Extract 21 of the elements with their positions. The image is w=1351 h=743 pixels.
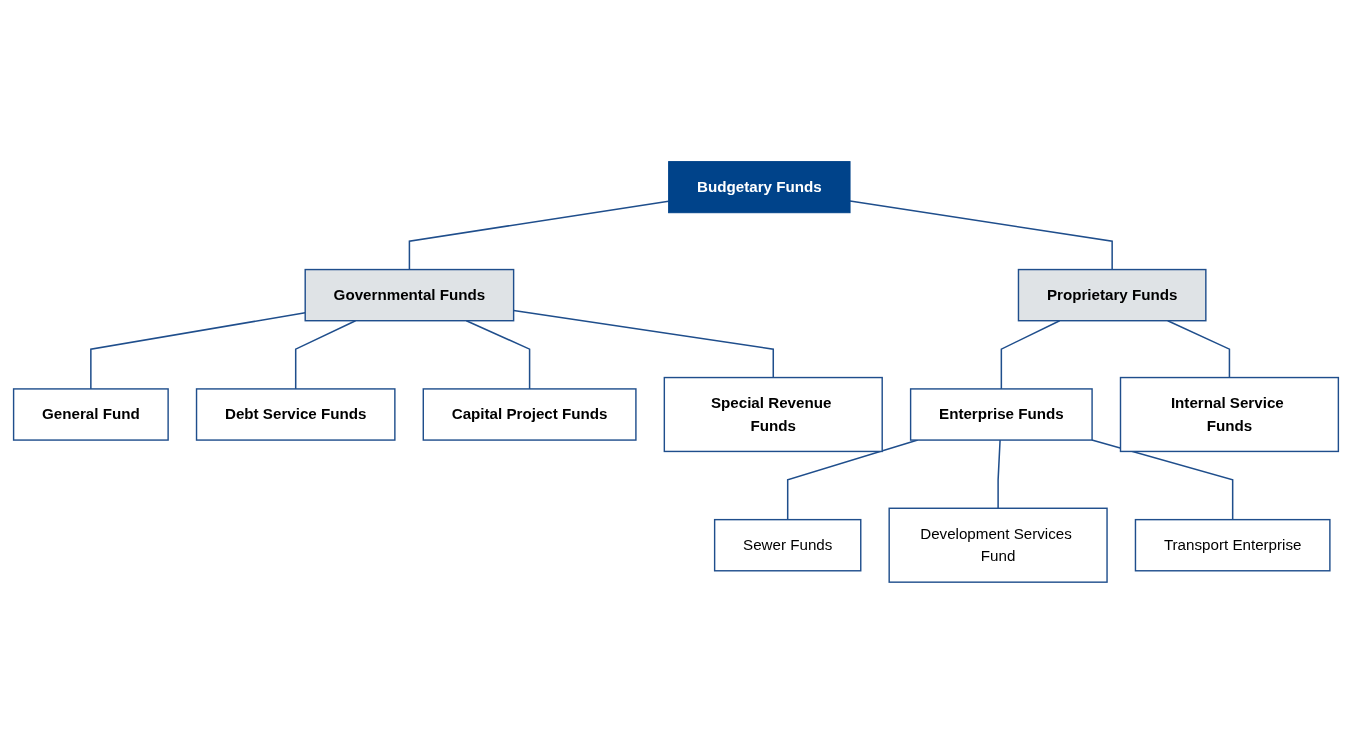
node-box: General Fund: [12, 387, 169, 441]
connector: [1166, 319, 1230, 378]
node-box: Internal Service Funds: [1119, 376, 1339, 452]
node-box: Transport Enterprise: [1134, 518, 1331, 572]
node-box: Development Services Fund: [888, 507, 1108, 583]
node-box: Special Revenue Funds: [663, 376, 883, 452]
node-box: Enterprise Funds: [909, 387, 1093, 441]
connector: [294, 319, 356, 390]
node-box: Sewer Funds: [713, 518, 861, 572]
node-box: Budgetary Funds: [667, 160, 851, 213]
connector: [786, 438, 918, 520]
connector: [996, 438, 1001, 509]
connector: [848, 199, 1113, 270]
node-box: Governmental Funds: [304, 268, 514, 322]
connector: [1090, 438, 1233, 520]
node-box: Debt Service Funds: [195, 387, 396, 441]
connector: [1000, 319, 1060, 390]
connector: [465, 319, 530, 390]
connector: [408, 200, 669, 270]
node-box: Capital Project Funds: [422, 387, 637, 441]
node-box: Proprietary Funds: [1017, 268, 1207, 322]
